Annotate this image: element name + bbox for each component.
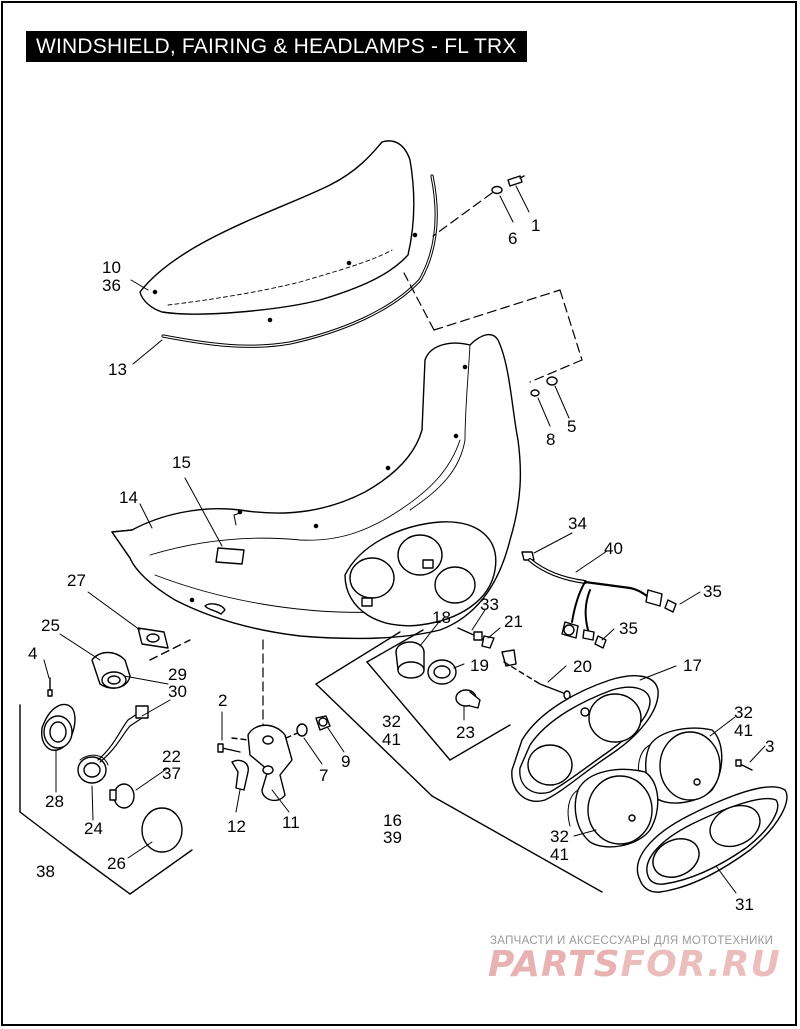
callout-41-upper: 41	[382, 730, 401, 749]
watermark-tagline: ЗАПЧАСТИ И АКСЕССУАРЫ ДЛЯ МОТОТЕХНИКИ	[490, 935, 774, 947]
callout-32-lower: 32	[550, 827, 569, 846]
callout-35-upper: 35	[703, 582, 722, 601]
callout-16: 16	[383, 811, 402, 830]
callout-20: 20	[573, 657, 592, 676]
callout-40: 40	[604, 539, 623, 558]
callout-31: 31	[735, 895, 754, 914]
callout-41-right: 41	[734, 721, 753, 740]
callout-21: 21	[504, 612, 523, 631]
callout-9: 9	[341, 752, 351, 771]
headlamp-lower	[567, 768, 659, 848]
callout-19: 19	[470, 656, 489, 675]
callout-38: 38	[36, 862, 55, 881]
callout-17: 17	[683, 656, 702, 675]
callout-26: 26	[107, 854, 126, 873]
callout-7: 7	[319, 766, 329, 785]
windshield-trim	[161, 174, 438, 348]
headlamp-adjuster-parts	[395, 627, 571, 709]
callout-32-right: 32	[734, 703, 753, 722]
headlamp-subgroup-bracket	[366, 629, 511, 761]
callout-33: 33	[480, 595, 499, 614]
callout-30: 30	[168, 682, 187, 701]
turn-signal-assembly	[41, 627, 191, 853]
callout-39: 39	[383, 828, 402, 847]
headlamp-mount-bracket	[511, 674, 659, 802]
callout-8: 8	[546, 430, 556, 449]
callout-1: 1	[531, 216, 541, 235]
diagram-title: WINDSHIELD, FAIRING & HEADLAMPS - FL TRX	[26, 31, 527, 62]
callout-28: 28	[45, 792, 64, 811]
callout-2: 2	[218, 691, 228, 710]
callout-29: 29	[168, 665, 187, 684]
callout-25: 25	[41, 616, 60, 635]
leader-lines	[43, 185, 766, 894]
callout-11: 11	[282, 813, 300, 832]
callout-35-lower: 35	[619, 619, 638, 638]
group-38-base	[69, 849, 131, 895]
callout-36: 36	[102, 276, 121, 295]
headlamp-upper	[637, 727, 723, 804]
screw-3	[739, 763, 753, 771]
washer-8	[530, 389, 540, 397]
callout-32-upper: 32	[382, 712, 401, 731]
callout-4: 4	[28, 644, 38, 663]
callout-5: 5	[567, 417, 577, 436]
callout-6: 6	[508, 229, 518, 248]
callout-12: 12	[227, 817, 246, 836]
headlamp-group-bracket	[315, 631, 603, 893]
callout-10: 10	[102, 258, 121, 277]
callout-37: 37	[162, 764, 181, 783]
callout-22: 22	[162, 747, 181, 766]
callout-13: 13	[108, 360, 127, 379]
nut-5	[546, 376, 558, 386]
fairing	[111, 333, 522, 640]
headlamp-bezel	[636, 786, 788, 893]
callout-18: 18	[432, 608, 451, 627]
callout-34: 34	[568, 514, 587, 533]
screw-3-head	[735, 759, 742, 767]
callout-27: 27	[67, 571, 86, 590]
turn-signal-group-bracket	[19, 704, 193, 895]
watermark-logo-part-a: PARTS	[488, 944, 621, 985]
mount-bracket-parts	[217, 715, 331, 802]
alignment-lines-upper	[403, 192, 583, 383]
watermark-logo: PARTSFOR.RU	[488, 944, 781, 985]
wire-harness	[521, 551, 677, 649]
callout-24: 24	[84, 819, 103, 838]
screw-and-washer	[491, 175, 525, 195]
watermark-logo-part-b: FOR.RU	[620, 944, 781, 985]
callout-3: 3	[765, 737, 775, 756]
callout-23: 23	[456, 723, 475, 742]
callout-14: 14	[119, 488, 138, 507]
callout-15: 15	[172, 453, 191, 472]
callout-41-lower: 41	[550, 845, 569, 864]
windshield	[139, 140, 418, 323]
